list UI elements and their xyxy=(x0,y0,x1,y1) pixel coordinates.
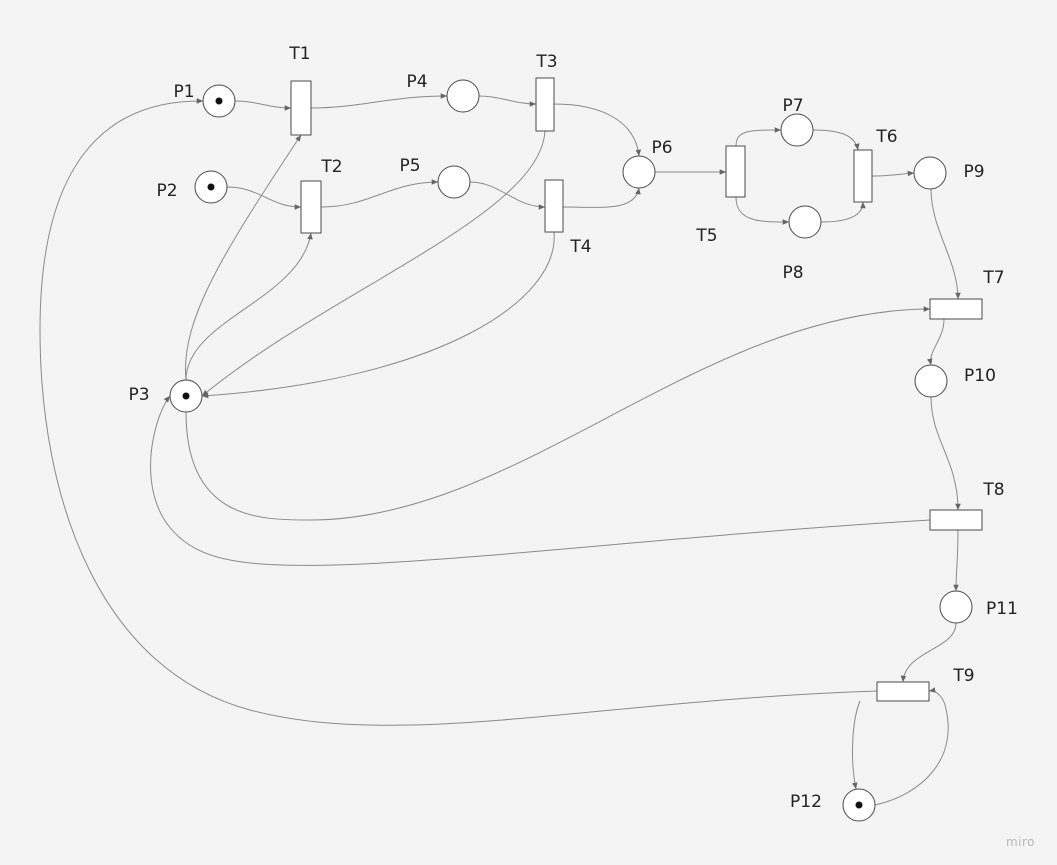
place-p8[interactable] xyxy=(788,205,822,239)
arc-t5-p8 xyxy=(735,196,790,225)
label-p7: P7 xyxy=(782,96,803,116)
arc-p3-t1 xyxy=(184,134,302,381)
arc-t9-p1 xyxy=(39,98,878,726)
transition-t5[interactable] xyxy=(725,145,746,198)
label-t3: T3 xyxy=(535,52,557,72)
label-t7: T7 xyxy=(982,268,1004,288)
transition-t8[interactable] xyxy=(929,509,983,531)
label-p6: P6 xyxy=(651,138,672,158)
arc-t3-p3 xyxy=(201,130,546,397)
arc-t1-p4 xyxy=(310,93,448,109)
label-p3: P3 xyxy=(128,385,149,405)
place-p5[interactable] xyxy=(437,165,471,199)
miro-watermark: miro xyxy=(1005,835,1035,849)
arc-t4-p6 xyxy=(562,187,641,208)
arc-p3-t2 xyxy=(185,232,313,381)
label-p9: P9 xyxy=(963,162,984,182)
token-p3 xyxy=(182,392,190,400)
label-p1: P1 xyxy=(173,82,194,102)
label-p10: P10 xyxy=(964,366,996,386)
label-p12: P12 xyxy=(790,792,822,812)
arc-t5-p7 xyxy=(735,127,782,147)
transition-t6[interactable] xyxy=(853,149,873,203)
arc-p4-t3 xyxy=(478,95,537,107)
place-p6[interactable] xyxy=(622,155,656,189)
label-p4: P4 xyxy=(406,72,427,92)
arc-p2-t2 xyxy=(226,186,302,210)
place-p10[interactable] xyxy=(914,364,948,398)
arc-t8-p3 xyxy=(150,395,931,566)
arc-p1-t1 xyxy=(234,100,292,111)
arc-p8-t6 xyxy=(820,201,866,223)
nodes xyxy=(169,77,983,822)
token-p2 xyxy=(207,183,215,191)
transition-t2[interactable] xyxy=(300,180,322,234)
transition-t1[interactable] xyxy=(290,80,312,136)
arcs xyxy=(39,93,961,806)
transition-t4[interactable] xyxy=(544,179,564,233)
arc-t4-p3 xyxy=(201,231,555,399)
label-t8: T8 xyxy=(982,480,1004,500)
label-t1: T1 xyxy=(288,44,310,64)
token-p12 xyxy=(855,801,863,809)
label-t4: T4 xyxy=(569,237,591,257)
label-p8: P8 xyxy=(782,263,803,283)
arc-p7-t6 xyxy=(812,129,860,151)
arc-t9-p12 xyxy=(851,700,861,790)
arc-p5-t4 xyxy=(469,181,546,210)
label-p11: P11 xyxy=(986,599,1018,619)
transition-t7[interactable] xyxy=(929,298,983,320)
arc-t2-p5 xyxy=(320,179,439,208)
arc-p10-t8 xyxy=(930,396,961,511)
transition-t9[interactable] xyxy=(876,681,930,702)
label-p2: P2 xyxy=(156,181,177,201)
label-t6: T6 xyxy=(875,127,897,147)
label-p5: P5 xyxy=(399,156,420,176)
arc-t8-p11 xyxy=(953,529,959,592)
arc-t6-p9 xyxy=(871,170,915,177)
label-t5: T5 xyxy=(695,226,717,246)
label-t9: T9 xyxy=(952,666,974,686)
arc-p3-t7 xyxy=(185,306,931,521)
transition-t3[interactable] xyxy=(535,77,555,132)
place-p11[interactable] xyxy=(939,590,973,624)
place-p4[interactable] xyxy=(446,79,480,113)
place-p7[interactable] xyxy=(780,113,814,147)
label-t2: T2 xyxy=(320,157,342,177)
arc-p9-t7 xyxy=(930,188,961,300)
arc-p12-t9 xyxy=(874,687,949,806)
arc-t7-p10 xyxy=(927,318,945,366)
arc-t3-p6 xyxy=(553,103,642,157)
arc-p11-t9 xyxy=(900,622,957,683)
place-p9[interactable] xyxy=(913,156,947,190)
token-p1 xyxy=(215,97,223,105)
